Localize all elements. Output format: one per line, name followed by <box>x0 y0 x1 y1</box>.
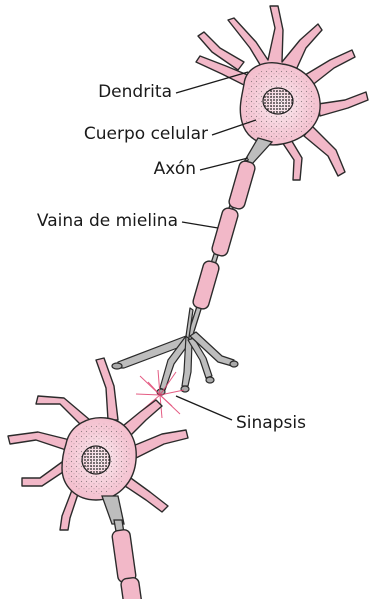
label-myelin-text: Vaina de mielina <box>37 211 178 231</box>
upper-nucleus <box>263 88 293 114</box>
label-axon-text: Axón <box>154 159 196 179</box>
label-dendrite-text: Dendrita <box>98 82 172 102</box>
lower-nucleus <box>82 446 110 474</box>
myelin-segment <box>211 207 240 258</box>
label-cell-body: Cuerpo celular <box>84 120 256 144</box>
label-cell-body-text: Cuerpo celular <box>84 124 208 144</box>
label-myelin: Vaina de mielina <box>37 211 218 231</box>
myelin-segment <box>111 529 136 583</box>
label-synapse-text: Sinapsis <box>236 413 306 433</box>
axon-terminals <box>112 308 238 395</box>
label-axon: Axón <box>154 158 248 179</box>
myelin-segment <box>192 260 221 311</box>
myelin-segment <box>120 577 143 599</box>
myelin-segments <box>192 160 257 311</box>
upper-neuron <box>196 6 368 180</box>
myelin-segment <box>228 160 257 211</box>
lower-myelin-segments <box>111 529 143 599</box>
label-synapse: Sinapsis <box>176 396 306 433</box>
